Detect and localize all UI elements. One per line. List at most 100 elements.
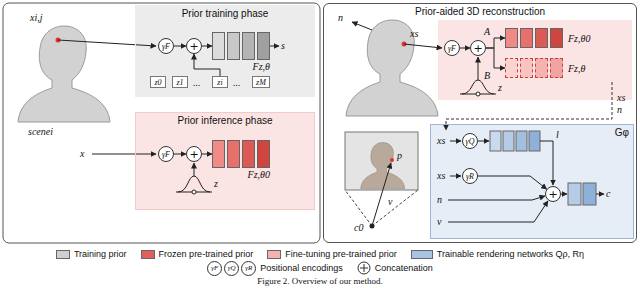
region-panel: Prior-aided 3D reconstructionγF+Fz,θ0Fz,… bbox=[323, 3, 637, 243]
node-label: z1 bbox=[176, 78, 183, 87]
mlp-block: Fz,θ0 bbox=[212, 140, 270, 168]
legend-text: Fine-tuning pre-trained prior bbox=[285, 249, 397, 260]
legend-sample: γFγQγR bbox=[207, 261, 256, 276]
connector-arrow bbox=[174, 154, 186, 155]
node-label: + bbox=[548, 189, 557, 200]
node-label: γF bbox=[162, 150, 170, 159]
input-line bbox=[92, 154, 156, 155]
math-label: xs bbox=[437, 170, 445, 181]
panel-heading: Gφ bbox=[431, 125, 633, 139]
legend-item: Training prior bbox=[56, 249, 127, 260]
frustum-line bbox=[372, 190, 418, 226]
layer-block bbox=[212, 32, 225, 60]
normal-arrow bbox=[352, 22, 372, 30]
node-label: γF bbox=[162, 42, 170, 51]
legend-row: γFγQγR Positional encodings Concatenation bbox=[0, 261, 640, 275]
concat-symbol bbox=[357, 261, 371, 275]
input-line bbox=[58, 40, 156, 46]
connector-arrow bbox=[486, 38, 505, 48]
math-label: scenei bbox=[28, 126, 53, 137]
legend-text: Positional encodings bbox=[260, 263, 343, 274]
latent-line bbox=[194, 163, 195, 176]
legend-item: Fine-tuning pre-trained prior bbox=[267, 249, 397, 260]
node-label: Fz,θ0 bbox=[248, 169, 270, 180]
node-label: + bbox=[473, 43, 482, 54]
node-label: z0 bbox=[154, 78, 161, 87]
connector-arrow bbox=[202, 154, 212, 155]
mlp-block: Fz,θ bbox=[212, 32, 270, 60]
math-label: z bbox=[214, 178, 218, 189]
node-label: γQ bbox=[466, 137, 475, 146]
layer-block bbox=[529, 131, 540, 151]
connector-arrow bbox=[478, 176, 547, 189]
math-label: A bbox=[484, 26, 490, 37]
encoding-circle: γF bbox=[158, 38, 174, 54]
region-fill bbox=[430, 124, 634, 239]
math-label: xs bbox=[617, 92, 625, 103]
math-label: c bbox=[606, 188, 610, 199]
math-label: v bbox=[437, 216, 441, 227]
mlp-block: Fz,θ0 bbox=[505, 28, 563, 48]
connector-arrow bbox=[202, 46, 212, 47]
person-bust bbox=[346, 20, 438, 116]
input-line bbox=[450, 141, 461, 142]
legend-item: Trainable rendering networks Qρ, Rη bbox=[411, 249, 584, 260]
dashed-link bbox=[446, 82, 612, 130]
legend-item: Concatenation bbox=[357, 261, 433, 275]
math-label: xs bbox=[410, 28, 418, 39]
layer-block bbox=[520, 58, 533, 78]
math-label: ... bbox=[233, 77, 241, 88]
concat-circle: + bbox=[545, 186, 561, 202]
math-label: B bbox=[484, 70, 490, 81]
legend-text: Frozen pre-trained prior bbox=[159, 249, 254, 260]
output-line bbox=[270, 46, 279, 47]
layer-block bbox=[550, 28, 563, 48]
node-label: + bbox=[189, 149, 198, 160]
encoding-circle: γF bbox=[158, 146, 174, 162]
view-ray bbox=[372, 163, 391, 226]
legend-swatch bbox=[56, 250, 70, 259]
math-label: s bbox=[281, 40, 285, 51]
legend-item: γFγQγR Positional encodings bbox=[207, 261, 343, 276]
layer-block bbox=[516, 131, 527, 151]
pixel-point bbox=[390, 158, 394, 162]
math-label: z bbox=[498, 82, 502, 93]
legend-item: Frozen pre-trained prior bbox=[141, 249, 254, 260]
image-plane bbox=[345, 132, 418, 190]
node-label: Fz,θ0 bbox=[568, 33, 590, 44]
input-line bbox=[450, 176, 461, 177]
output-line bbox=[596, 194, 604, 195]
math-label: l bbox=[556, 129, 559, 140]
legend-swatch bbox=[141, 250, 155, 259]
region-panel: GφγQ γR + bbox=[430, 124, 634, 239]
node-label: zM bbox=[256, 78, 266, 87]
math-label: xs bbox=[437, 135, 445, 146]
layer-block bbox=[490, 131, 501, 151]
panel-heading: Prior inference phase bbox=[136, 113, 314, 127]
layer-block bbox=[550, 58, 563, 78]
frustum-line bbox=[345, 190, 372, 226]
layer-block bbox=[503, 131, 514, 151]
connector-arrow bbox=[174, 46, 186, 47]
encoding-circle: γR bbox=[462, 168, 478, 184]
input-line bbox=[448, 201, 548, 222]
layer-block bbox=[242, 140, 255, 168]
photo-bust bbox=[361, 142, 405, 188]
figure-caption: Figure 2. Overview of our method. bbox=[0, 276, 640, 287]
layer-block bbox=[583, 183, 596, 205]
node-label: zi bbox=[217, 78, 222, 87]
legend-encoding: γQ bbox=[224, 261, 239, 276]
layer-block bbox=[227, 32, 240, 60]
region-panel: Prior inference phase γF + Fz,θ0 bbox=[135, 112, 315, 210]
connector-arrow bbox=[460, 48, 470, 49]
math-label: n bbox=[617, 104, 622, 115]
node-label: γF bbox=[448, 44, 456, 53]
math-label: p bbox=[397, 150, 402, 161]
legend-encoding: γR bbox=[241, 261, 256, 276]
node-label: + bbox=[189, 41, 198, 52]
plus-mark bbox=[360, 264, 368, 272]
math-label: xi,j bbox=[30, 12, 43, 23]
panel-heading: Prior training phase bbox=[136, 6, 314, 20]
